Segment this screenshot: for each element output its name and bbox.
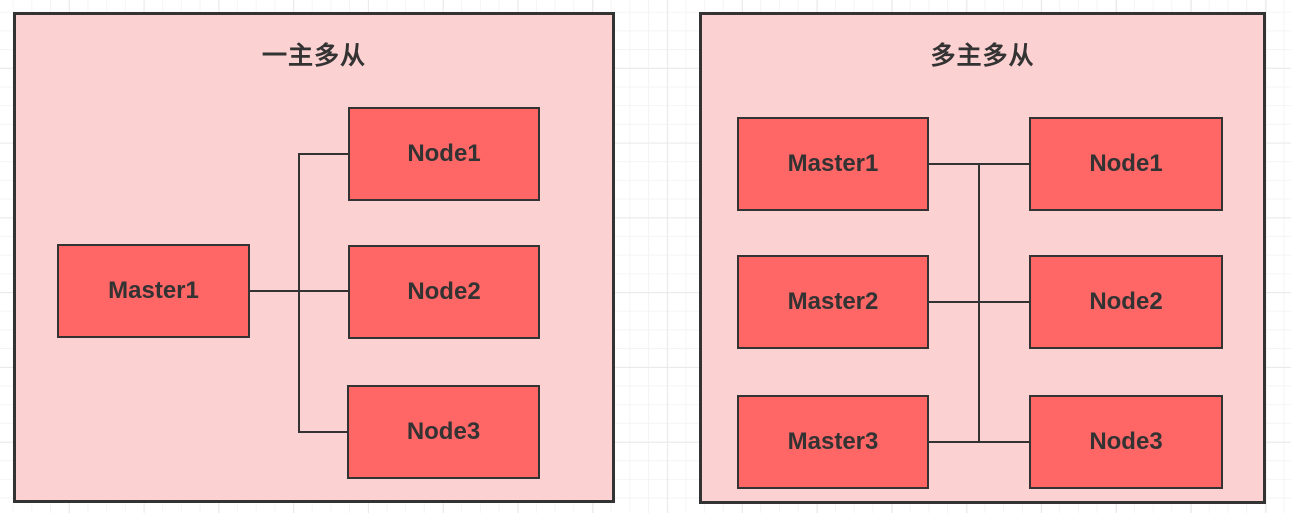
connector-vertical-bus <box>978 163 980 443</box>
box-node2[interactable]: Node2 <box>348 245 540 339</box>
box-node3[interactable]: Node3 <box>347 385 540 479</box>
connector-vertical-bus <box>298 153 300 433</box>
panel-title: 多主多从 <box>930 42 1035 70</box>
box-master1[interactable]: Master1 <box>737 117 929 211</box>
box-node3[interactable]: Node3 <box>1029 395 1223 489</box>
box-node1[interactable]: Node1 <box>1029 117 1223 211</box>
panel-one-master-multi-slave[interactable]: 一主多从 Master1 Node1 Node2 Node3 <box>13 12 615 503</box>
box-node2[interactable]: Node2 <box>1029 255 1223 349</box>
connector-to-node3 <box>298 431 347 433</box>
panel-multi-master-multi-slave[interactable]: 多主多从 Master1 Master2 Master3 Node1 Node2… <box>699 12 1266 504</box>
connector-to-node1 <box>298 153 348 155</box>
box-master3[interactable]: Master3 <box>737 395 929 489</box>
box-master1[interactable]: Master1 <box>57 244 250 338</box>
box-node1[interactable]: Node1 <box>348 107 540 201</box>
box-master2[interactable]: Master2 <box>737 255 929 349</box>
panel-title: 一主多从 <box>261 42 366 70</box>
